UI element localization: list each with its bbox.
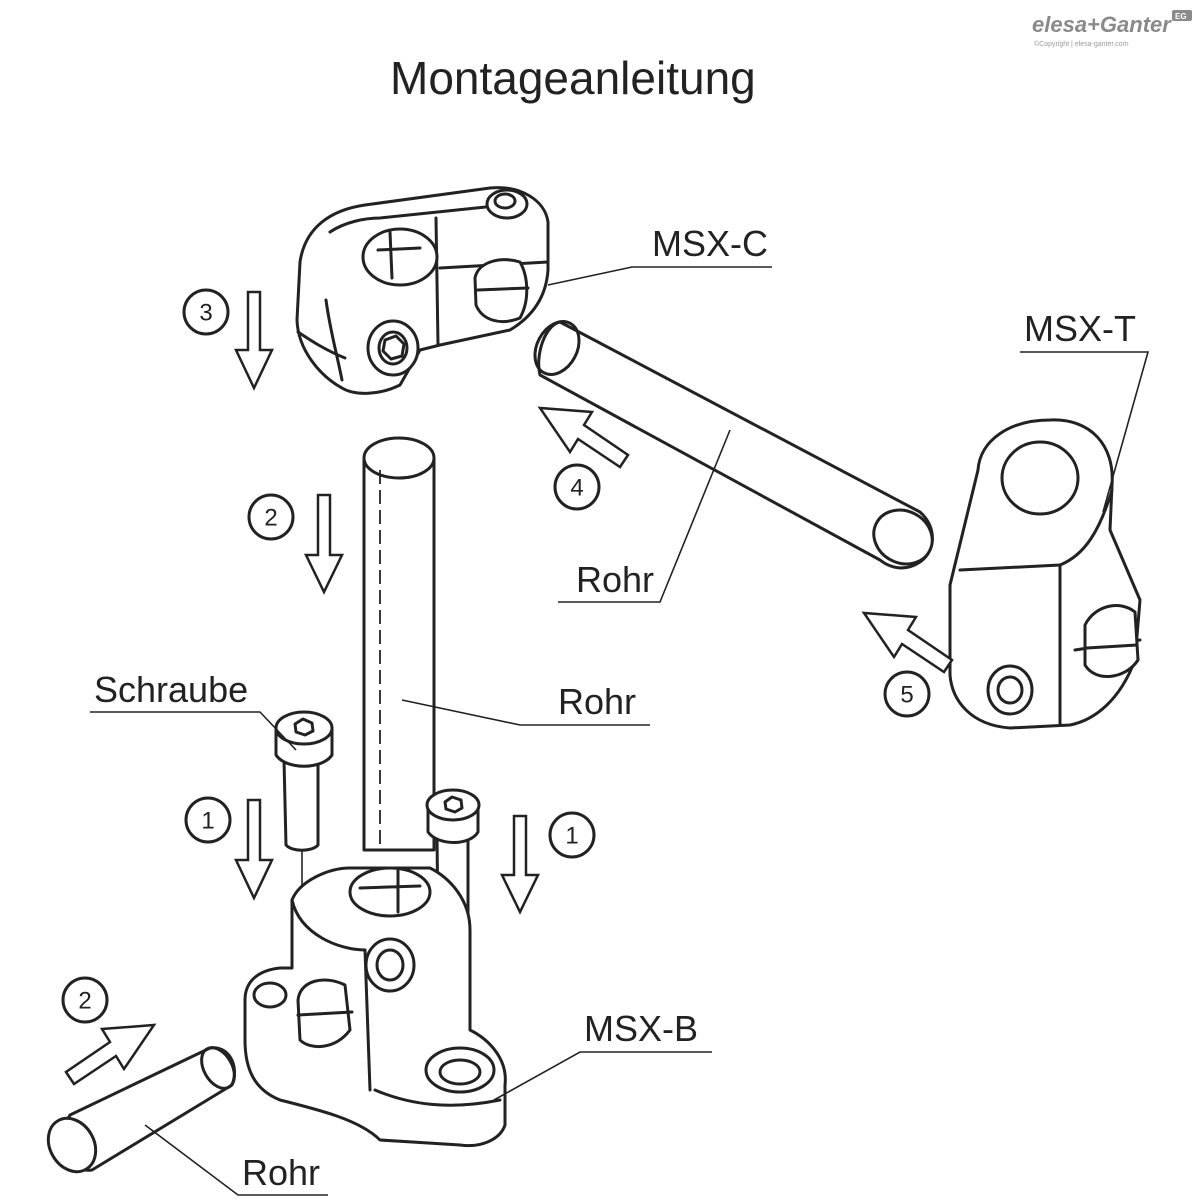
step-4-number: 4	[570, 475, 583, 502]
msx-t-clamp-drawing	[948, 418, 1142, 730]
label-rohr-mid: Rohr	[558, 681, 636, 722]
brand-logo: elesa+Ganter ©Copyright | elesa-ganter.c…	[1032, 10, 1192, 48]
step-5: 5	[883, 670, 931, 718]
step-2-bottom: 2	[61, 976, 109, 1024]
step-2-bottom-number: 2	[78, 988, 91, 1015]
label-rohr-bottom: Rohr	[242, 1152, 320, 1193]
leader-schraube	[90, 711, 297, 751]
arrow-down-1-left	[234, 798, 274, 901]
arrow-up-left-4	[537, 406, 630, 469]
step-1-left: 1	[184, 796, 232, 844]
label-msx-t: MSX-T	[1024, 308, 1136, 349]
leader-msx-c	[547, 266, 772, 286]
tube-bottom-left-drawing	[46, 1046, 236, 1174]
step-5-number: 5	[900, 682, 913, 709]
screw-left-drawing	[274, 710, 334, 900]
tube-horizontal-drawing	[533, 320, 934, 570]
brand-name: elesa+Ganter	[1032, 12, 1172, 37]
leader-rohr-mid	[401, 699, 650, 726]
label-msx-c: MSX-C	[652, 223, 768, 264]
leader-msx-t	[1020, 351, 1150, 513]
tube-vertical-drawing	[362, 436, 436, 852]
step-1-right-number: 1	[565, 823, 578, 850]
step-2-top-number: 2	[264, 505, 277, 532]
leader-rohr-top	[558, 429, 731, 603]
leader-msx-b	[493, 1051, 712, 1101]
badge-text: EG	[1175, 12, 1187, 21]
msx-b-base-drawing	[243, 866, 507, 1148]
copyright-text: ©Copyright | elesa-ganter.com	[1034, 40, 1129, 48]
step-3-number: 3	[199, 300, 212, 327]
step-2-top: 2	[247, 493, 295, 541]
step-4: 4	[553, 463, 601, 511]
arrow-up-left-5	[861, 611, 954, 674]
arrow-up-right-2-bottom	[64, 1023, 157, 1086]
label-rohr-top: Rohr	[576, 559, 654, 600]
step-3: 3	[182, 288, 230, 336]
label-schraube: Schraube	[94, 669, 248, 710]
label-msx-b: MSX-B	[584, 1008, 698, 1049]
step-1-right: 1	[548, 811, 596, 859]
arrow-down-1-right	[500, 814, 540, 915]
page-title: Montageanleitung	[390, 52, 756, 104]
arrow-down-3	[234, 290, 274, 391]
arrow-down-2-top	[304, 493, 344, 595]
leader-rohr-bottom	[144, 1124, 328, 1196]
msx-c-clamp-drawing	[295, 186, 550, 395]
badge-background	[1172, 10, 1192, 21]
step-1-left-number: 1	[201, 808, 214, 835]
